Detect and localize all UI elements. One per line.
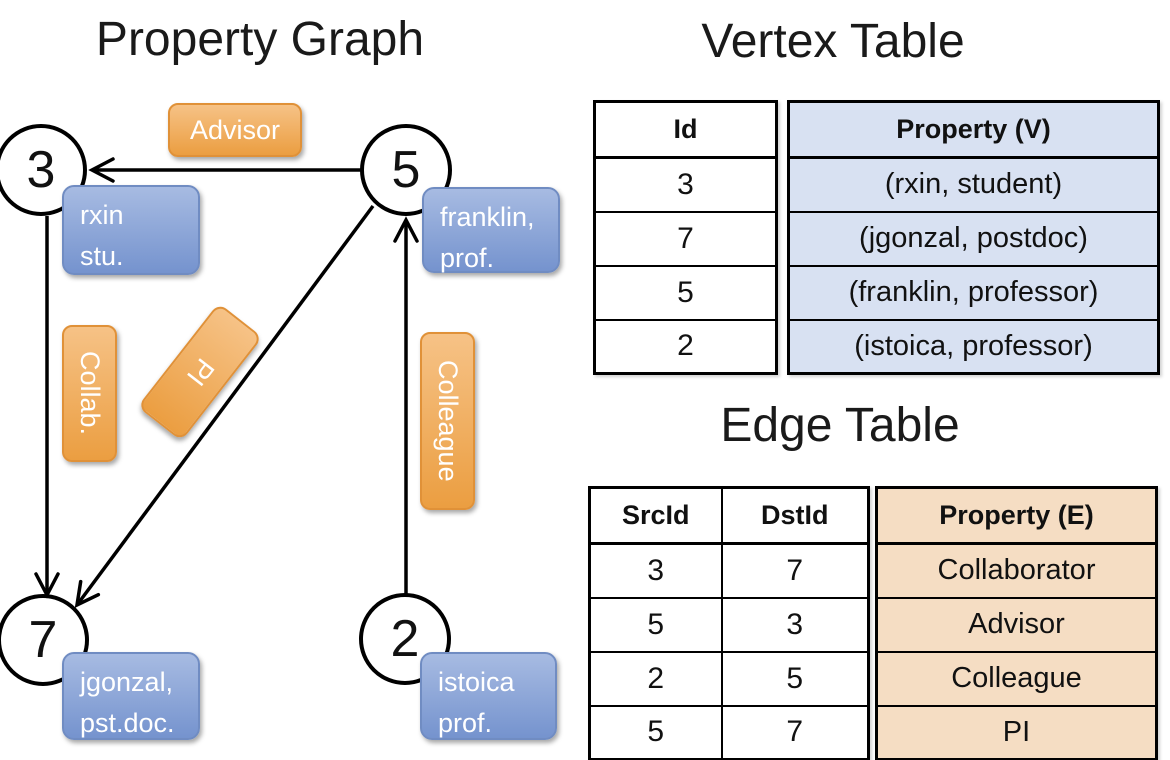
edge-dstid-cell: 5 bbox=[720, 650, 870, 707]
edge-pi-arrow-5-to-7 bbox=[74, 204, 375, 609]
vertex-property-header: Property (V) bbox=[787, 100, 1160, 159]
table-header-row: SrcId DstId bbox=[588, 486, 870, 545]
edge-dstid-cell: 7 bbox=[720, 704, 870, 760]
edge-table-id-columns: SrcId DstId 3 7 5 3 2 5 5 7 bbox=[588, 486, 870, 760]
table-row: 5 3 bbox=[588, 596, 870, 653]
edge-table-property-column: Property (E) Collaborator Advisor Collea… bbox=[875, 486, 1158, 760]
vertex-id-header: Id bbox=[593, 100, 778, 159]
table-row: 2 5 bbox=[588, 650, 870, 707]
table-row: (franklin, professor) bbox=[787, 264, 1160, 321]
table-row: 5 bbox=[593, 264, 778, 321]
table-row: Collaborator bbox=[875, 542, 1158, 599]
vertex-label-line: jgonzal, bbox=[80, 667, 174, 697]
vertex-label-line: franklin, bbox=[440, 202, 535, 232]
table-row: 3 bbox=[593, 156, 778, 213]
table-row: Colleague bbox=[875, 650, 1158, 707]
node-id: 2 bbox=[390, 610, 420, 668]
vertex-label-line: pst.doc. bbox=[80, 707, 175, 738]
vertex-property-cell: (jgonzal, postdoc) bbox=[787, 210, 1160, 267]
table-row: (jgonzal, postdoc) bbox=[787, 210, 1160, 267]
edge-label-advisor: Advisor bbox=[168, 103, 302, 157]
edge-srcid-cell: 5 bbox=[588, 704, 723, 760]
edge-dstid-cell: 7 bbox=[720, 542, 870, 599]
node-id: 7 bbox=[28, 611, 58, 669]
edge-property-cell: PI bbox=[875, 704, 1158, 760]
table-row: Advisor bbox=[875, 596, 1158, 653]
table-row: (istoica, professor) bbox=[787, 318, 1160, 375]
edge-srcid-cell: 2 bbox=[588, 650, 723, 707]
vertex-label-franklin: franklin, prof. bbox=[422, 187, 560, 273]
table-row: (rxin, student) bbox=[787, 156, 1160, 213]
vertex-property-cell: (franklin, professor) bbox=[787, 264, 1160, 321]
vertex-property-cell: (istoica, professor) bbox=[787, 318, 1160, 375]
edge-srcid-header: SrcId bbox=[588, 486, 723, 545]
vertex-label-jgonzal: jgonzal, pst.doc. bbox=[62, 652, 200, 740]
table-header-row: Id bbox=[593, 100, 778, 159]
vertex-table-title: Vertex Table bbox=[701, 15, 965, 68]
node-id: 5 bbox=[391, 141, 421, 199]
vertex-label-line: prof. bbox=[438, 707, 493, 738]
edge-label-collab: Collab. bbox=[62, 325, 117, 462]
edge-label-colleague: Colleague bbox=[420, 332, 475, 510]
node-id: 3 bbox=[26, 141, 56, 199]
vertex-id-cell: 7 bbox=[593, 210, 778, 267]
table-row: PI bbox=[875, 704, 1158, 760]
vertex-id-cell: 2 bbox=[593, 318, 778, 375]
vertex-label-line: rxin bbox=[80, 200, 124, 230]
edge-property-header: Property (E) bbox=[875, 486, 1158, 545]
table-header-row: Property (E) bbox=[875, 486, 1158, 545]
edge-dstid-header: DstId bbox=[720, 486, 870, 545]
vertex-label-line: istoica bbox=[438, 667, 515, 697]
edge-srcid-cell: 3 bbox=[588, 542, 723, 599]
table-row: 2 bbox=[593, 318, 778, 375]
vertex-property-cell: (rxin, student) bbox=[787, 156, 1160, 213]
property-graph-title: Property Graph bbox=[95, 13, 425, 66]
vertex-label-line: prof. bbox=[440, 242, 495, 273]
table-header-row: Property (V) bbox=[787, 100, 1160, 159]
table-row: 5 7 bbox=[588, 704, 870, 760]
edge-table-title: Edge Table bbox=[720, 399, 960, 452]
table-row: 7 bbox=[593, 210, 778, 267]
vertex-label-istoica: istoica prof. bbox=[420, 652, 557, 740]
vertex-id-cell: 3 bbox=[593, 156, 778, 213]
edge-property-cell: Collaborator bbox=[875, 542, 1158, 599]
edge-dstid-cell: 3 bbox=[720, 596, 870, 653]
graph-edges-canvas bbox=[34, 157, 419, 609]
vertex-label-rxin: rxin stu. bbox=[62, 185, 200, 275]
edge-srcid-cell: 5 bbox=[588, 596, 723, 653]
table-row: 3 7 bbox=[588, 542, 870, 599]
vertex-label-line: stu. bbox=[80, 240, 124, 271]
vertex-id-cell: 5 bbox=[593, 264, 778, 321]
vertex-table-property-column: Property (V) (rxin, student) (jgonzal, p… bbox=[787, 100, 1160, 375]
vertex-table-id-columns: Id 3 7 5 2 bbox=[593, 100, 778, 375]
edge-property-cell: Colleague bbox=[875, 650, 1158, 707]
edge-property-cell: Advisor bbox=[875, 596, 1158, 653]
